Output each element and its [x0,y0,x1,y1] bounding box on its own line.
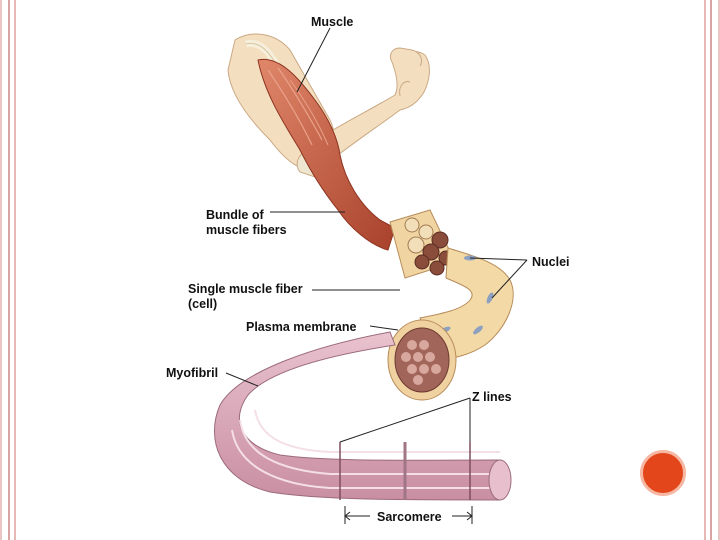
fiber-bundle-illustration [389,209,456,279]
muscle-fiber-illustration [387,247,514,401]
label-nuclei: Nuclei [532,255,570,269]
muscle-illustration [257,58,396,251]
accent-dot [640,450,686,496]
label-plasma-membrane: Plasma membrane [246,320,357,334]
label-sarcomere: Sarcomere [377,510,442,524]
slide-frame-right [690,0,720,540]
label-z-lines: Z lines [472,390,512,404]
label-bundle-line2: muscle fibers [206,223,287,237]
label-muscle: Muscle [311,15,353,29]
leader-lines [225,27,528,524]
label-single-fiber-line1: Single muscle fiber [188,282,303,296]
label-myofibril: Myofibril [166,366,218,380]
label-single-fiber-line2: (cell) [188,297,217,311]
slide-frame-left [0,0,22,540]
myofibril-illustration [213,331,512,501]
label-bundle-line1: Bundle of [206,208,264,222]
